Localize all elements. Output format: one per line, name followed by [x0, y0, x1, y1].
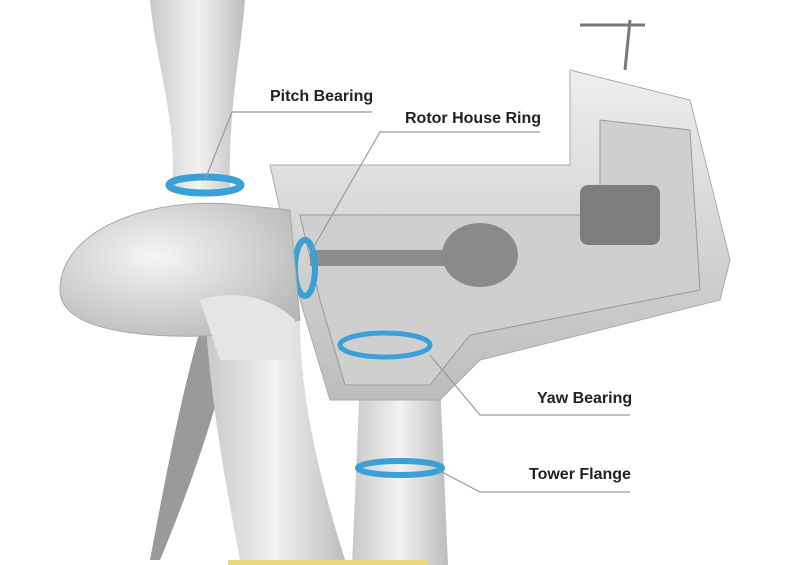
main-shaft [310, 250, 450, 266]
label-yaw-bearing: Yaw Bearing [537, 390, 633, 407]
top-blade [150, 0, 245, 190]
lower-right-blade [205, 310, 345, 560]
label-pitch-bearing: Pitch Bearing [270, 88, 374, 105]
bottom-accent-bar [228, 560, 428, 565]
tower-flange-ring [355, 458, 445, 478]
gearbox [442, 223, 518, 287]
pitch-bearing-ring [165, 173, 245, 197]
leader-lines [204, 111, 630, 493]
hub-root-blade [200, 295, 295, 360]
label-rotor-house-ring: Rotor House Ring [405, 110, 541, 127]
generator [580, 185, 660, 245]
label-tower-flange: Tower Flange [529, 466, 631, 483]
yaw-bearing-ring [337, 330, 433, 360]
wind-vane [580, 19, 645, 71]
